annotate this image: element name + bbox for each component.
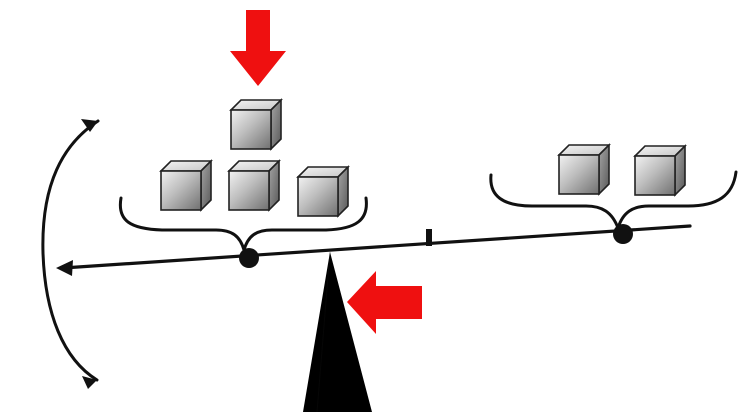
rotation-arrowhead-bottom — [82, 376, 97, 389]
right-pivot-dot — [613, 224, 633, 244]
left-cube-group — [159, 98, 350, 218]
rotation-arrowhead-top — [81, 119, 98, 132]
left-brace — [118, 196, 368, 268]
right-cube-group — [557, 143, 687, 197]
rotation-arrow — [41, 119, 100, 389]
right-brace — [489, 170, 738, 244]
red-arrow-left — [347, 271, 422, 334]
cube — [227, 159, 281, 212]
red-arrow-down — [230, 10, 286, 86]
cube — [633, 144, 687, 197]
cube — [229, 98, 283, 151]
cube — [296, 165, 350, 218]
beam — [56, 224, 692, 276]
left-arrowhead — [56, 260, 73, 276]
left-pivot-dot — [239, 248, 259, 268]
fulcrum-triangle — [303, 251, 372, 413]
center-tick — [426, 229, 432, 246]
cube — [557, 143, 611, 196]
cube — [159, 159, 213, 212]
